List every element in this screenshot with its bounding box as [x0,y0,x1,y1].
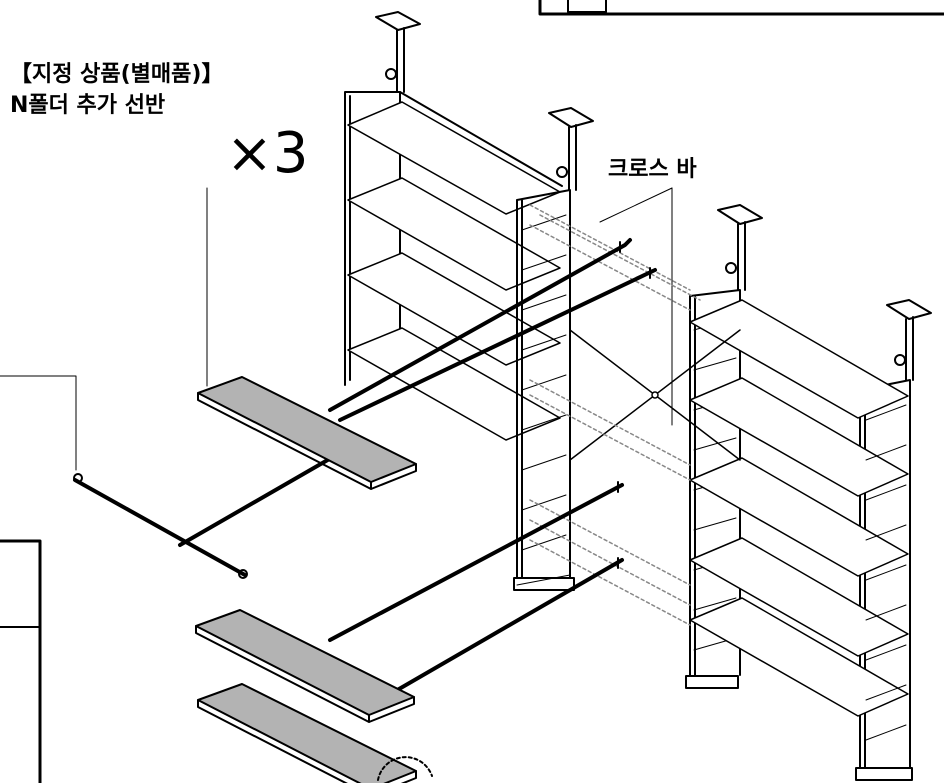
connection-guides [529,204,701,626]
quantity-label: ×3 [226,121,309,186]
support-rods [73,238,657,702]
additional-shelf-boards [195,376,417,783]
ceiling-pad [548,107,594,128]
adjuster-knob [385,68,397,80]
rod-hooks [73,241,651,579]
top-callout-box [538,0,944,16]
detail-highlight-circle [377,756,433,781]
right-shelf-unit-front [689,299,932,781]
leader-lines [0,187,673,471]
right-shelf-unit-back [685,204,763,689]
ceiling-pad [375,11,421,31]
adjuster-knob [894,354,906,366]
shelf-board-1 [197,376,417,483]
designated-product-title: 【지정 상품(별매품)】 [10,62,224,87]
back-shelf-unit-left [344,11,563,441]
designated-product-name: N폴더 추가 선반 [10,93,166,118]
ceiling-pad [886,299,932,320]
ceiling-pad [717,204,763,225]
middle-frame [513,107,594,591]
cross-bar-label: 크로스 바 [608,157,697,182]
adjuster-knob [556,166,568,178]
designated-product-label: 【지정 상품(별매품)】 N폴더 추가 선반 [10,59,223,121]
left-callout-box [0,539,42,783]
adjuster-knob [725,262,737,274]
cross-bars [569,329,741,461]
